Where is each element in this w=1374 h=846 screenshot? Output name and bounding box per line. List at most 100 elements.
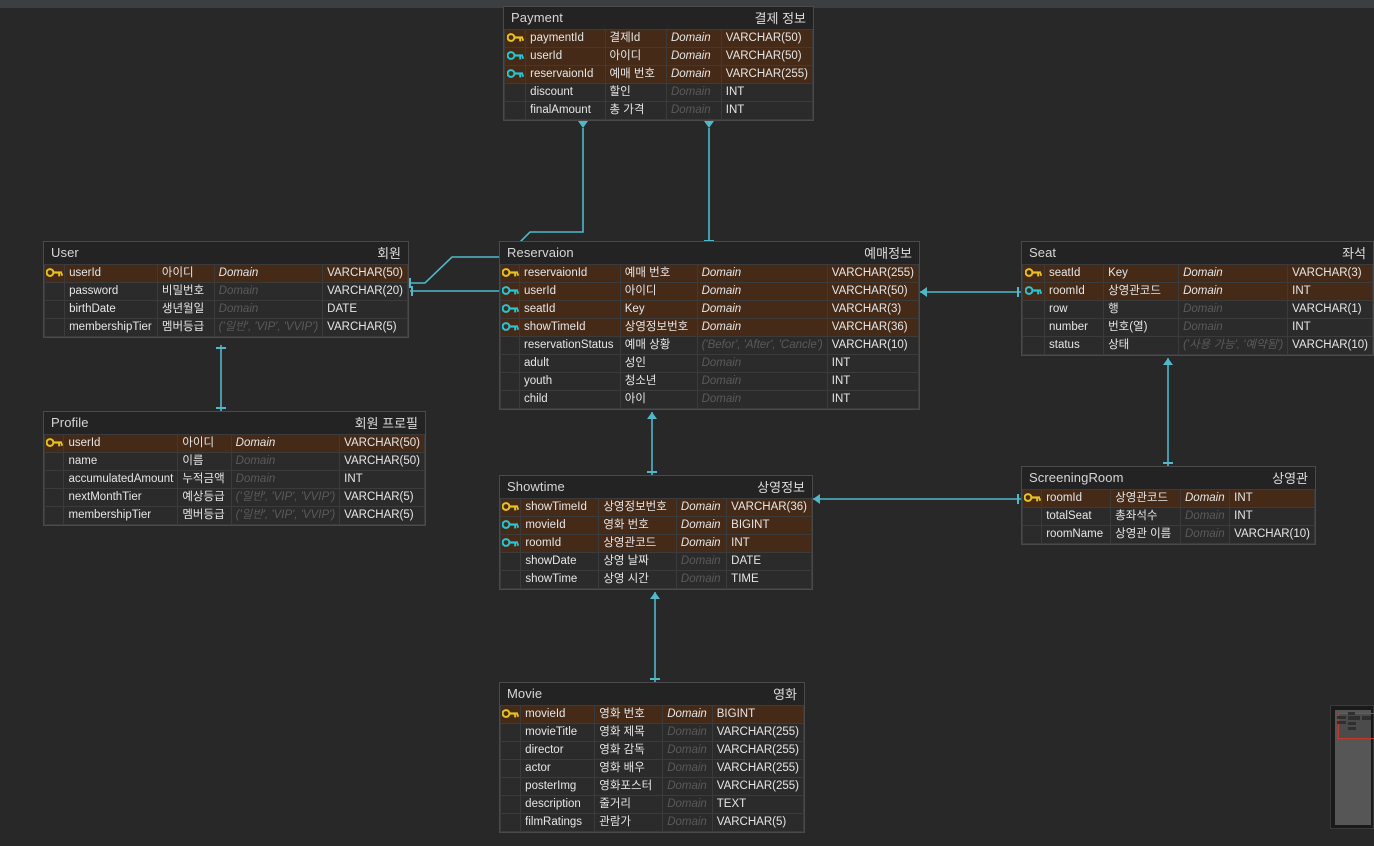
column-type: INT xyxy=(1229,507,1315,526)
key-cell xyxy=(503,83,527,102)
key-cell xyxy=(499,264,521,283)
column-label: 아이디 xyxy=(604,47,667,66)
column-label: 영화포스터 xyxy=(594,777,664,796)
column-type: VARCHAR(3) xyxy=(1287,264,1373,283)
cardinality-many-marker xyxy=(920,287,927,297)
column-domain: Domain xyxy=(662,777,713,796)
column-type: INT xyxy=(1229,489,1315,508)
column-type: INT xyxy=(1287,282,1373,301)
column-type: BIGINT xyxy=(726,516,812,535)
key-cell xyxy=(499,723,522,742)
column-type: VARCHAR(50) xyxy=(339,434,425,453)
cardinality-many-marker xyxy=(650,592,660,599)
column-domain: Domain xyxy=(662,795,713,814)
column-name: showTimeId xyxy=(520,498,600,517)
key-cell xyxy=(499,318,521,337)
column-name: nextMonthTier xyxy=(63,488,179,507)
column-label: 영화 배우 xyxy=(594,759,664,778)
column-type: VARCHAR(10) xyxy=(1287,336,1373,355)
column-name: child xyxy=(519,390,621,409)
column-domain: ('일반', 'VIP', 'VVIP') xyxy=(213,318,324,337)
column-type: VARCHAR(5) xyxy=(339,488,425,507)
column-type: TIME xyxy=(726,570,812,589)
key-cell xyxy=(43,264,66,283)
key-cell xyxy=(1021,507,1043,526)
column-type: DATE xyxy=(322,300,408,319)
column-domain: Domain xyxy=(675,570,728,589)
column-name: youth xyxy=(519,372,621,391)
key-cell xyxy=(499,813,522,832)
column-label: 총 가격 xyxy=(604,101,667,120)
column-label: Key xyxy=(1103,264,1180,283)
column-label: 상영정보번호 xyxy=(619,318,698,337)
minimap-panel[interactable] xyxy=(1330,705,1374,829)
column-label: 생년월일 xyxy=(156,300,215,319)
column-type: DATE xyxy=(726,552,812,571)
key-cell xyxy=(1021,525,1043,544)
column-label: 줄거리 xyxy=(594,795,664,814)
key-cell xyxy=(499,282,521,301)
key-cell xyxy=(499,552,522,571)
